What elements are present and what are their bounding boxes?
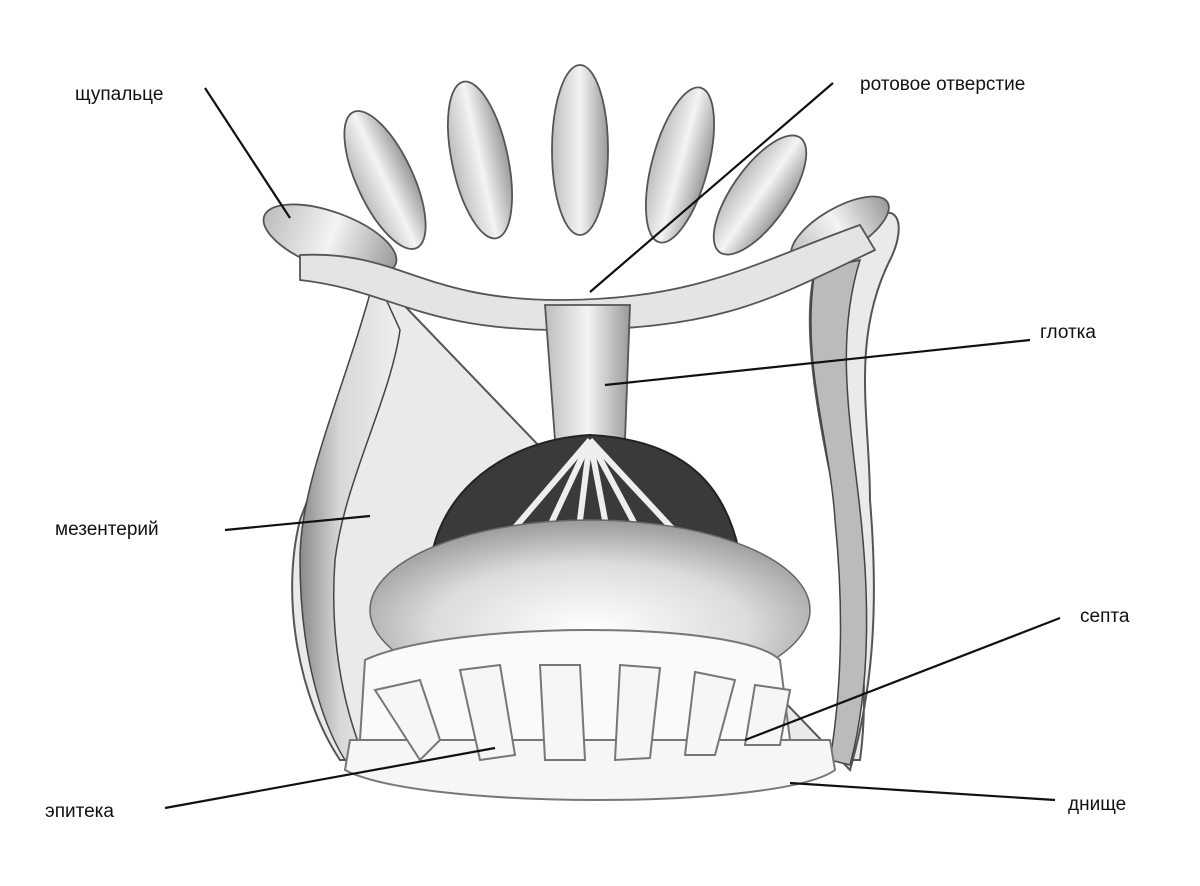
septa-ring [343,629,837,801]
tentacles [262,64,890,331]
leader-tentacle [204,87,291,219]
leader-lines [164,82,1061,810]
label-mouth: ротовое отверстие [860,74,1026,95]
label-pharynx: глотка [1040,322,1096,343]
label-basal-plate: днище [1068,794,1127,815]
leader-basal-plate [789,781,1056,802]
leader-mouth [589,82,834,293]
label-mesentery: мезентерий [55,519,159,540]
pharynx [544,304,631,441]
label-epitheca: эпитека [45,801,114,822]
leader-epitheca [164,746,496,810]
leader-pharynx [604,338,1031,387]
leader-mesentery [224,514,371,532]
label-septa: септа [1080,606,1130,627]
label-tentacle: щупальце [75,84,164,105]
leader-septa [744,616,1061,742]
